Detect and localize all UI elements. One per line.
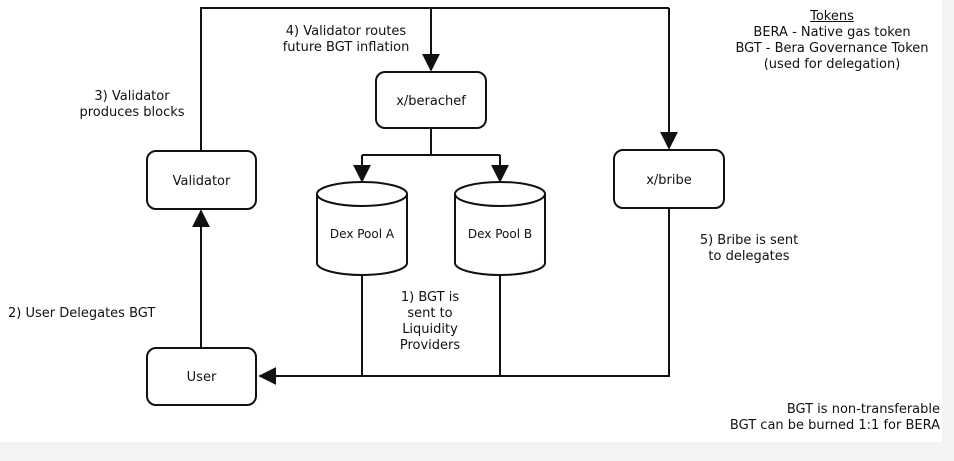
dex-pool-a-cylinder <box>316 181 408 276</box>
step-4-annotation: 4) Validator routes future BGT inflation <box>263 24 429 56</box>
step-3-annotation: 3) Validator produces blocks <box>70 89 194 121</box>
step-1-line-2: sent to <box>407 306 453 321</box>
step-3-line-2: produces blocks <box>79 105 185 120</box>
right-margin <box>942 0 954 461</box>
dex-pool-a-label: Dex Pool A <box>330 227 395 241</box>
berachef-label: x/berachef <box>396 94 466 109</box>
step-1-line-3: Liquidity <box>402 322 458 337</box>
tokens-legend: Tokens BERA - Native gas token BGT - Ber… <box>722 9 942 73</box>
step-5-annotation: 5) Bribe is sent to delegates <box>684 233 814 265</box>
step-5-line-1: 5) Bribe is sent <box>699 233 799 248</box>
step-1-line-1: 1) BGT is <box>400 290 460 305</box>
berachef-box <box>375 71 487 129</box>
tokens-line-3: (used for delegation) <box>763 57 901 72</box>
step-3-line-1: 3) Validator <box>94 89 170 104</box>
bribe-box <box>613 149 725 209</box>
footer-notes: BGT is non-transferable BGT can be burne… <box>652 402 940 434</box>
dex-pool-b-label: Dex Pool B <box>468 227 532 241</box>
user-box <box>146 347 257 406</box>
validator-label: Validator <box>173 174 231 189</box>
note-burnable: BGT can be burned 1:1 for BERA <box>729 418 940 433</box>
edge-berachef-split <box>362 128 500 156</box>
edge-bribe-down <box>258 209 670 385</box>
step-1-line-4: Providers <box>399 338 461 353</box>
step-1-annotation: 1) BGT is sent to Liquidity Providers <box>372 290 488 354</box>
step-4-line-2: future BGT inflation <box>282 40 410 55</box>
step-5-line-2: to delegates <box>708 249 790 264</box>
tokens-line-1: BERA - Native gas token <box>753 25 911 40</box>
validator-box <box>146 150 257 210</box>
bribe-label: x/bribe <box>646 173 692 188</box>
edge-validator-to-top <box>200 7 669 151</box>
tokens-heading: Tokens <box>810 9 854 24</box>
note-non-transferable: BGT is non-transferable <box>786 402 940 417</box>
dex-pool-b-cylinder <box>454 181 546 276</box>
step-4-line-1: 4) Validator routes <box>285 24 407 39</box>
tokens-line-2: BGT - Bera Governance Token <box>735 41 929 56</box>
step-2-annotation: 2) User Delegates BGT <box>8 306 156 321</box>
user-label: User <box>187 370 217 385</box>
bottom-margin <box>0 442 954 461</box>
